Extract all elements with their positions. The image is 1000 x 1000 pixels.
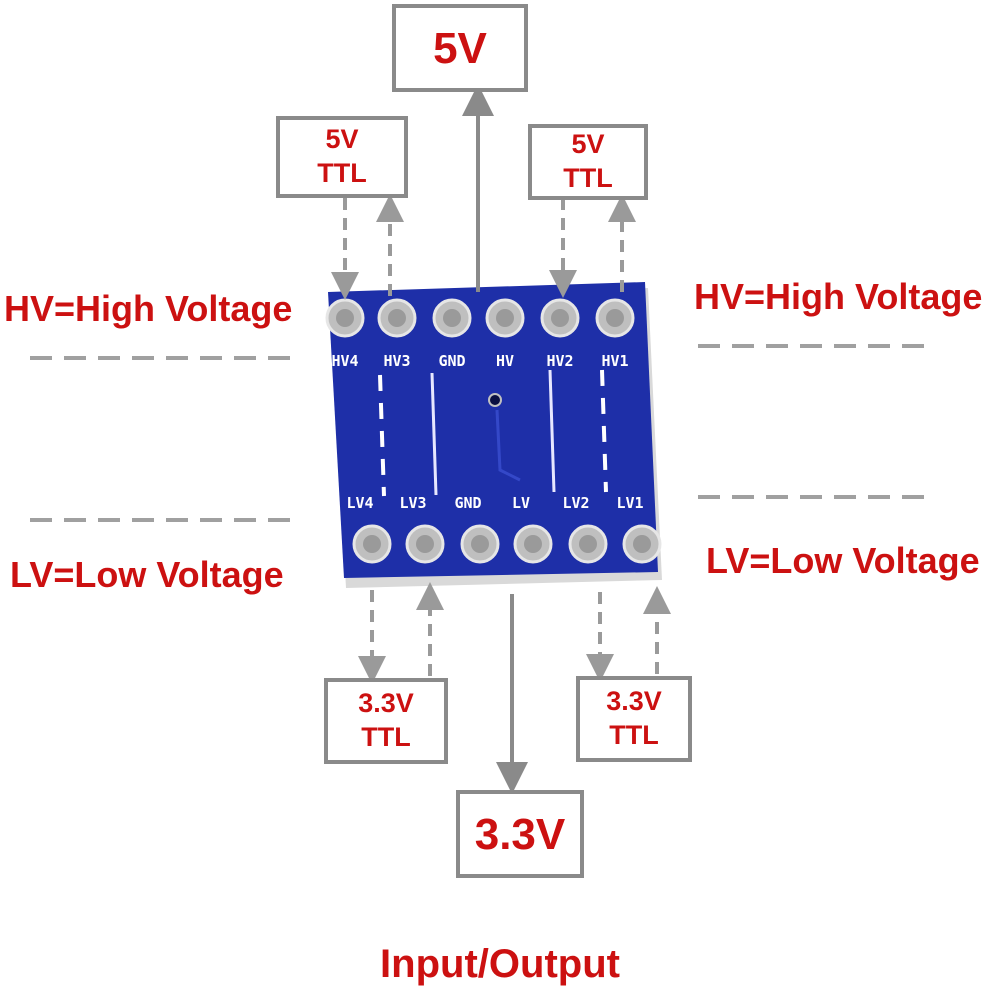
hv-ttl-right-line2: TTL [563, 163, 613, 193]
bottom-pin-label: LV3 [399, 494, 426, 512]
lv-legend-left: LV=Low Voltage [10, 554, 284, 595]
level-shifter-board [328, 282, 662, 588]
lv-ttl-right-line1: 3.3V [606, 686, 662, 717]
bottom-pin-label: LV [512, 494, 530, 512]
bottom-pin-lv1 [622, 524, 662, 564]
supply-5v-label: 5V [433, 23, 487, 73]
top-pin-hv1 [595, 298, 635, 338]
ttl-signal-arrows [331, 194, 671, 684]
bottom-pin-label: LV1 [616, 494, 643, 512]
hv-legend-left: HV=High Voltage [4, 288, 293, 329]
hv-ttl-left-line1: 5V [325, 124, 359, 155]
lv-ttl-left-line1: 3.3V [358, 688, 414, 719]
bottom-pin-label: LV2 [562, 494, 589, 512]
hv-ttl-left-line2: TTL [317, 158, 367, 188]
top-pin-hv2 [540, 298, 580, 338]
top-pin-hv [485, 298, 525, 338]
hv-legend-right: HV=High Voltage [694, 276, 983, 317]
supply-3v3-label: 3.3V [474, 809, 566, 859]
lv-ttl-box-right: 3.3V TTL [576, 676, 692, 762]
top-pin-hv4 [325, 298, 365, 338]
bottom-pin-label: GND [454, 494, 481, 512]
bottom-pin-lv [513, 524, 553, 564]
lv-ttl-box-left: 3.3V TTL [324, 678, 448, 764]
top-pin-label: HV [496, 352, 514, 370]
bottom-pin-lv3 [405, 524, 445, 564]
supply-3v3-box: 3.3V [456, 790, 584, 878]
top-pin-label: GND [438, 352, 465, 370]
lv-ttl-right-line2: TTL [609, 720, 659, 750]
bottom-pin-lv4 [352, 524, 392, 564]
supply-5v-box: 5V [392, 4, 528, 92]
hv-ttl-right-line1: 5V [571, 129, 605, 160]
top-pin-hv3 [377, 298, 417, 338]
lv-legend-right: LV=Low Voltage [706, 540, 980, 581]
lv-ttl-left-line2: TTL [361, 722, 411, 752]
bottom-pin-lv2 [568, 524, 608, 564]
top-pin-gnd [432, 298, 472, 338]
top-pin-label: HV2 [546, 352, 573, 370]
bottom-pin-gnd [460, 524, 500, 564]
top-pin-label: HV3 [383, 352, 410, 370]
legend-dividers [30, 344, 935, 522]
top-pin-label: HV1 [601, 352, 628, 370]
hv-ttl-box-right: 5V TTL [528, 124, 648, 200]
diagram-caption: Input/Output [380, 942, 620, 986]
bottom-pin-label: LV4 [346, 494, 373, 512]
hv-ttl-box-left: 5V TTL [276, 116, 408, 198]
top-pin-label: HV4 [331, 352, 358, 370]
